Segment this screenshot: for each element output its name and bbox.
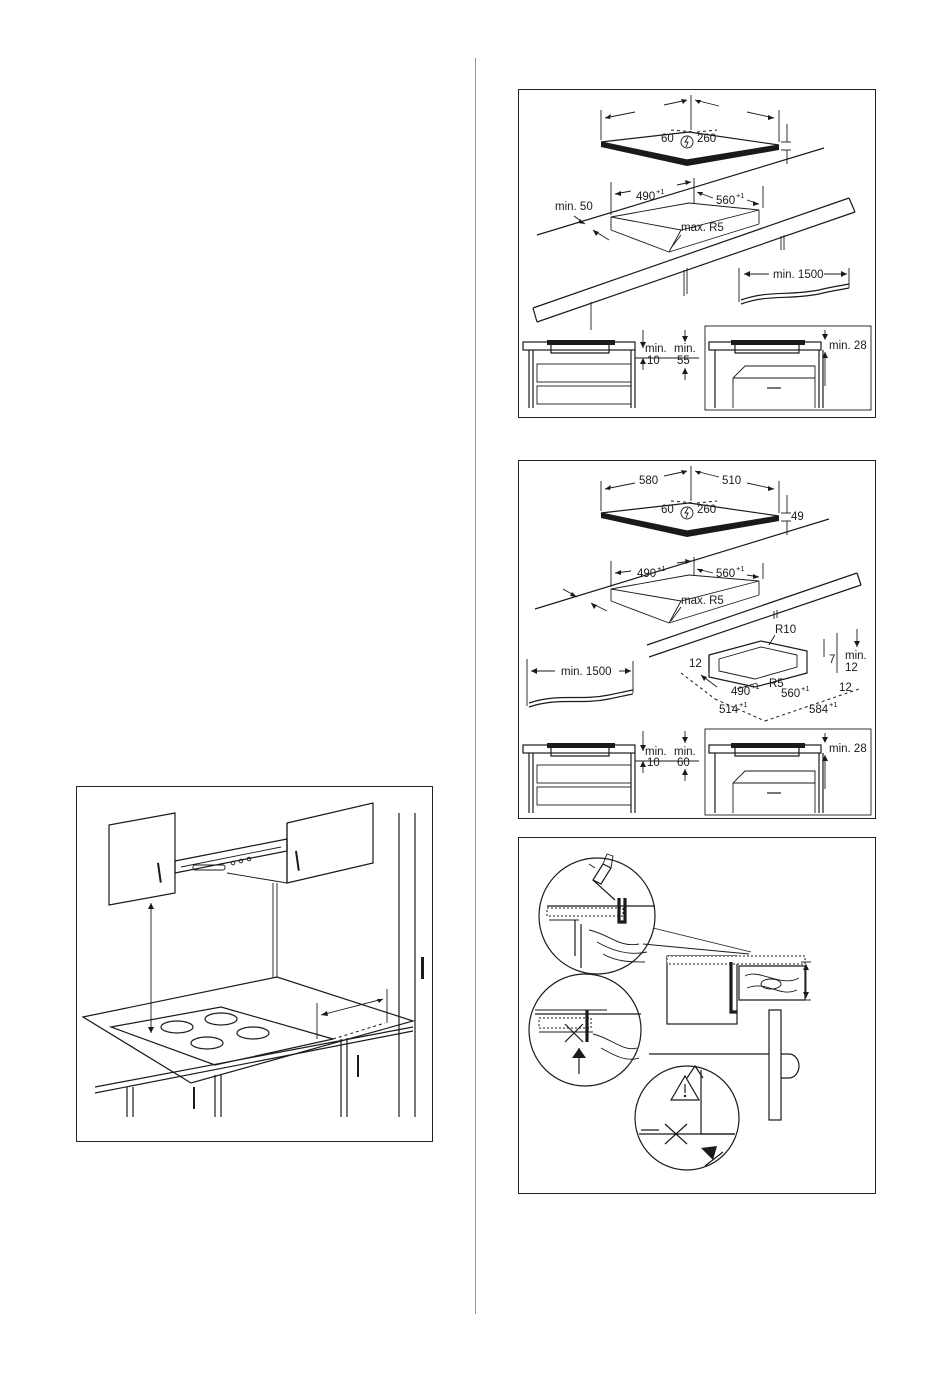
detail-a-val: 10 bbox=[647, 757, 660, 769]
corner-radius: max. R5 bbox=[681, 222, 724, 234]
hob-left-dim: 60 bbox=[661, 504, 674, 516]
cable-length: min. 1500 bbox=[773, 269, 824, 281]
cut-depth-tol: +1 bbox=[656, 187, 665, 196]
hob-right-dim: 260 bbox=[697, 133, 716, 145]
flush-12b: 12 bbox=[845, 662, 858, 674]
detail-a-min: min. bbox=[645, 343, 667, 355]
hob-depth: 510 bbox=[722, 475, 741, 487]
flush-514-tol: +1 bbox=[739, 700, 748, 709]
flush-r10: R10 bbox=[775, 624, 796, 636]
flush-584-tol: +1 bbox=[829, 700, 838, 709]
sealing-diagram bbox=[519, 838, 875, 1193]
min-edge: min. 50 bbox=[555, 201, 593, 213]
cutout-diagram-panel: 60 260 490 +1 560 +1 min. 50 max. R5 min… bbox=[518, 89, 876, 418]
flush-560: 560 bbox=[781, 688, 800, 700]
flush-diagram-panel: 580 510 49 60 260 490 +1 560 +1 max. R5 … bbox=[518, 460, 876, 819]
flush-7: 7 bbox=[829, 654, 835, 666]
kitchen-clearance-diagram bbox=[77, 787, 432, 1141]
cutout-diagram: 60 260 490 +1 560 +1 min. 50 max. R5 min… bbox=[519, 90, 875, 417]
flush-560-tol: +1 bbox=[801, 684, 810, 693]
hob-height: 49 bbox=[791, 511, 804, 523]
cut-width: 560 bbox=[716, 568, 735, 580]
flush-490-tol: +1 bbox=[751, 682, 760, 691]
sealing-diagram-panel bbox=[518, 837, 876, 1194]
cable-length: min. 1500 bbox=[561, 666, 612, 678]
detail-b-val: 60 bbox=[677, 757, 690, 769]
hob-width: 580 bbox=[639, 475, 658, 487]
cut-depth: 490 bbox=[637, 568, 656, 580]
flush-min: min. bbox=[845, 650, 867, 662]
flush-514: 514 bbox=[719, 704, 739, 716]
corner-radius: max. R5 bbox=[681, 595, 724, 607]
kitchen-clearance-panel bbox=[76, 786, 433, 1142]
flush-diagram: 580 510 49 60 260 490 +1 560 +1 max. R5 … bbox=[519, 461, 875, 818]
hob-right-dim: 260 bbox=[697, 504, 716, 516]
hob-left-dim: 60 bbox=[661, 133, 674, 145]
detail-b-val: 55 bbox=[677, 355, 690, 367]
flush-12c: 12 bbox=[839, 682, 852, 694]
cut-width-tol: +1 bbox=[736, 564, 745, 573]
flush-12a: 12 bbox=[689, 658, 702, 670]
detail-right: min. 28 bbox=[829, 340, 867, 352]
cut-width: 560 bbox=[716, 195, 735, 207]
column-divider bbox=[475, 58, 476, 1314]
detail-a-val: 10 bbox=[647, 355, 660, 367]
flush-490: 490 bbox=[731, 686, 750, 698]
detail-b-min: min. bbox=[674, 343, 696, 355]
detail-right: min. 28 bbox=[829, 743, 867, 755]
cut-width-tol: +1 bbox=[736, 191, 745, 200]
flush-584: 584 bbox=[809, 704, 829, 716]
cut-depth: 490 bbox=[636, 191, 655, 203]
cut-depth-tol: +1 bbox=[657, 564, 666, 573]
